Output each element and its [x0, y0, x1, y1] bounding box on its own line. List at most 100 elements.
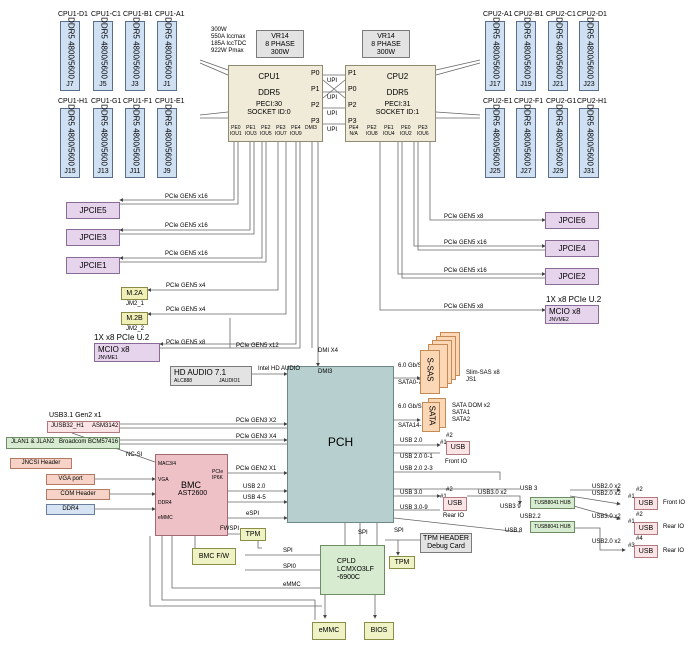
dimm-label-cpu2-g1: CPU2-G1: [546, 98, 577, 105]
sata-note2: SATA1: [452, 410, 471, 416]
dimm-slot-id: J15: [64, 168, 76, 175]
mcio-left-sub: JNVME1: [98, 355, 118, 361]
bus-jpcie4: PCIe GEN5 x16: [444, 240, 487, 246]
dimm-slot-id: J29: [552, 168, 564, 175]
cpu-port: PE1 IOU3: [245, 125, 257, 137]
usb-rear1-num2: #2: [446, 487, 453, 493]
cpu-port: PE1 IOU4: [383, 125, 395, 137]
dimm-label-cpu1-a1: CPU1-A1: [155, 11, 185, 18]
sata-speed: 6.0 Gb/S: [398, 404, 422, 410]
dimm-slot-id: J23: [583, 81, 595, 88]
usb31-caption: USB3.1 Gen2 x1: [49, 412, 102, 419]
usb-r3-l1: USB2.0 x2: [592, 539, 621, 545]
bmc: BMC AST2600 MAC3/4 VGA DDR4 eMMC PCIe IP…: [155, 454, 228, 536]
slot-jpcie6: JPCIE6: [545, 212, 599, 229]
power-spec-1: 300W: [211, 27, 227, 33]
hd-audio-bus: Intel HD AUDIO: [258, 366, 301, 372]
vr-cpu1-l3: 300W: [270, 49, 290, 56]
cpu2-peci: PECI:31: [384, 101, 411, 108]
cpld-l1: CPLD: [337, 558, 356, 565]
hd-audio-name: HD AUDIO 7.1: [174, 368, 227, 377]
cpld-l2: LCMXO3LF: [337, 566, 374, 573]
dimm-slot-id: J25: [489, 168, 501, 175]
bmc-ddr4: DDR4: [158, 500, 172, 506]
dmi-x4-label: DMI X4: [318, 348, 339, 354]
cpu-upi-port: P1: [311, 86, 320, 93]
cpld-spi0: SPI0: [283, 564, 297, 570]
dimm-slot-id: J11: [129, 168, 141, 175]
cpu-port: PE2 IOU8: [366, 125, 378, 137]
ncsi-label: NC-SI: [126, 452, 143, 458]
tpm-header: TPM HEADER Debug Card: [420, 533, 472, 553]
dimm-spec: DDR5 4800/5600: [491, 17, 501, 79]
dimm-spec: DDR5 4800/5600: [163, 104, 173, 166]
bus-jpcie1: PCIe GEN5 x16: [165, 251, 208, 257]
cpu-upi-port: P3: [348, 118, 357, 125]
bios-chip: BIOS: [364, 622, 394, 640]
usb-r2-num1: #1: [628, 519, 635, 525]
hub1-in: USB3.0 x2: [478, 490, 507, 496]
cpu-port: DMI3: [305, 125, 317, 131]
m2a-slot: M.2A: [121, 287, 148, 300]
dimm-slot-id: J31: [583, 168, 595, 175]
hub1-up: USB 3: [520, 486, 538, 492]
dimm-slot-id: J21: [552, 81, 564, 88]
tpm-header-spi: SPI: [394, 528, 404, 534]
ssas-speed: 6.0 Gb/S: [398, 363, 422, 369]
m2b-sub: JM2_2: [126, 326, 145, 332]
cpld-emmc: eMMC: [283, 582, 301, 588]
ssas-box: S-SAS: [420, 350, 440, 394]
hd-audio: HD AUDIO 7.1 ALC888 JAUDIO1: [170, 366, 252, 386]
pch-spi: SPI: [358, 530, 368, 536]
pch-title: PCH: [327, 435, 354, 449]
dimm-label-cpu1-e1: CPU1-E1: [155, 98, 185, 105]
dimm-slot-id: J5: [99, 81, 107, 88]
usb-right-rear1: USB: [634, 522, 658, 535]
usb-r1-l1: USB2.0 x2: [592, 484, 621, 490]
lan-box: JLAN1 & JLAN2 Broadcom BCM57416: [6, 437, 120, 449]
mcio-left-bus: PCIe GEN5 x8: [166, 340, 206, 346]
dimm-label-cpu2-f1: CPU2-F1: [514, 98, 544, 105]
vr-cpu1-l2: 8 PHASE: [265, 41, 295, 48]
ssas-note2: JS1: [466, 377, 477, 383]
dimm-spec: DDR5 4800/5600: [491, 104, 501, 166]
slot-jpcie3: JPCIE3: [66, 229, 120, 246]
dimm-label-cpu1-b1: CPU1-B1: [123, 11, 153, 18]
dimm-label-cpu2-a1: CPU2-A1: [483, 11, 513, 18]
upi-2: UPI: [327, 95, 338, 101]
mcio-left-bus2: PCIe GEN5 x12: [236, 343, 279, 349]
usb-r2-l1: USB3.0 x2: [592, 514, 621, 520]
cpu2-socket: SOCKET ID:1: [375, 109, 420, 116]
usb-r2-num2: #2: [636, 512, 643, 518]
usb-front1-caption: Front IO: [445, 459, 468, 465]
dimm-label-cpu2-b1: CPU2-B1: [514, 11, 544, 18]
dimm-spec: DDR5 4800/5600: [554, 17, 564, 79]
sata-box: SATA: [422, 402, 440, 432]
mcio-left: MCIO x8 JNVME1: [94, 343, 160, 362]
cpu-upi-port: P0: [348, 86, 357, 93]
usb-right-rear2: USB: [634, 545, 658, 558]
usb-rear1-caption: Rear IO: [443, 513, 465, 519]
cpu-port: PE3 IOU6: [417, 125, 429, 137]
usb-hub1: TUSB8041 HUB: [530, 497, 575, 509]
hub2-side: USB2.2: [520, 514, 541, 520]
vr-cpu1: VR14 8 PHASE 300W: [256, 30, 304, 58]
dimm-spec: DDR5 4800/5600: [66, 17, 76, 79]
bus-jpcie3: PCIe GEN5 x16: [165, 223, 208, 229]
pch-dmi3: DMI3: [318, 369, 333, 375]
dimm-spec: DDR5 4800/5600: [522, 104, 532, 166]
ssas-name: S-SAS: [425, 357, 435, 382]
tpm-pch: TPM: [389, 556, 415, 569]
hd-audio-sub2: JAUDIO1: [219, 378, 241, 384]
upi-4: UPI: [327, 127, 338, 133]
dimm-label-cpu1-d1: CPU1-D1: [58, 11, 88, 18]
